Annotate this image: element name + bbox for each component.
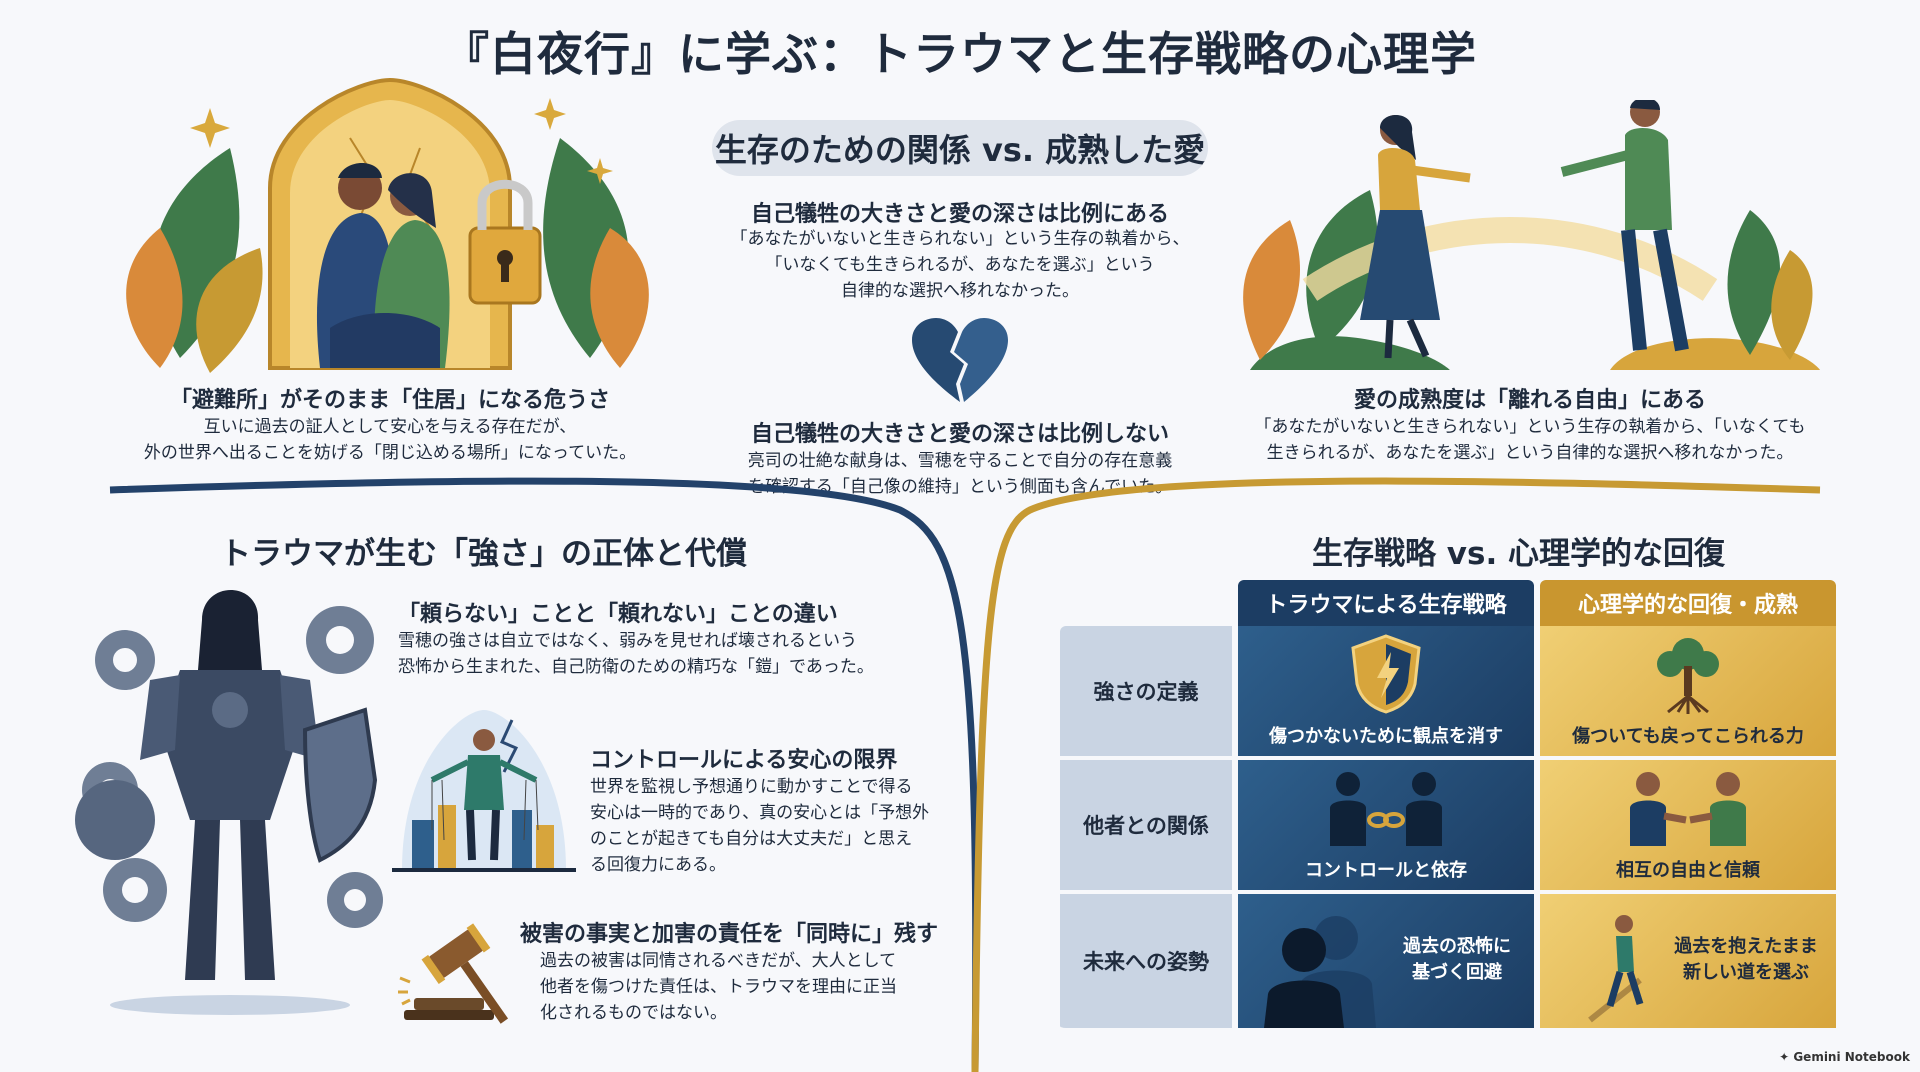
comparison-table: トラウマによる生存戦略 心理学的な回復・成熟 強さの定義 傷つかないために観点を… (1060, 580, 1838, 1032)
item3-heading: 被害の事実と加害の責任を「同時に」残す (520, 922, 939, 947)
puppeteer-city-illustration (392, 710, 576, 872)
not-proportional-heading: 自己犠牲の大きさと愛の深さは比例しない (750, 422, 1169, 447)
cell-caption: 傷つかないために観点を消す (1269, 726, 1503, 747)
handshake-icon (1630, 772, 1746, 846)
item2-heading: コントロールによる安心の限界 (590, 748, 898, 773)
broken-heart-icon (912, 318, 1008, 402)
item3-text: 過去の被害は同情されるべきだが、大人として 他者を傷つけた責任は、トラウマを理由… (540, 951, 897, 1023)
not-proportional-text: 亮司の壮絶な献身は、雪穂を守ることで自分の存在意義 を確認する「自己像の維持」と… (747, 451, 1173, 497)
leaf-left-2 (126, 228, 183, 368)
shelter-illustration (126, 78, 649, 373)
tree-divider (109, 477, 1821, 1072)
row-label-strength: 強さの定義 (1060, 626, 1232, 760)
cell-recovery-strength: 傷ついても戻ってこられる力 (1540, 626, 1836, 760)
shield-icon (302, 707, 378, 863)
chained-people-icon (1330, 772, 1442, 846)
watermark: ✦ Gemini Notebook (1779, 1050, 1910, 1064)
cell-recovery-future: 過去を抱えたまま 新しい道を選ぶ (1540, 894, 1836, 1032)
proportional-heading: 自己犠牲の大きさと愛の深さは比例にある (750, 202, 1169, 227)
left-section-heading: トラウマが生む「強さ」の正体と代償 (220, 536, 747, 572)
shield-lightning-icon (1351, 634, 1421, 714)
cell-survival-future: 過去の恐怖に 基づく回避 (1238, 894, 1534, 1032)
page-title: 『白夜行』に学ぶ：トラウマと生存戦略の心理学 (443, 27, 1477, 81)
cell-survival-relationship: コントロールと依存 (1238, 760, 1534, 894)
left-top-heading: 「避難所」がそのまま「住居」になる危うさ (169, 388, 610, 413)
cell-caption: コントロールと依存 (1305, 860, 1467, 881)
proportional-text: 「あなたがいないと生きられない」という生存の執着から、 「いなくても生きられるが… (730, 229, 1190, 301)
item1-heading: 「頼らない」ことと「頼れない」ことの違い (398, 602, 838, 627)
item2-text: 世界を監視し予想通りに動かすことで得る 安心は一時的であり、真の安心とは「予想外… (590, 777, 930, 875)
col-header-recovery: 心理学的な回復・成熟 (1540, 580, 1836, 626)
sparkle-icon (190, 108, 230, 148)
relationship-pill: 生存のための関係 vs. 成熟した愛 (712, 120, 1208, 176)
cell-caption: 過去の恐怖に 基づく回避 (1403, 936, 1511, 983)
item1-text: 雪穂の強さは自立ではなく、弱みを見せれば壊されるという 恐怖から生まれた、自己防… (398, 631, 874, 677)
cell-recovery-relationship: 相互の自由と信頼 (1540, 760, 1836, 894)
gavel-icon (398, 923, 509, 1024)
leaf-right-2 (590, 228, 649, 368)
col-header-survival: トラウマによる生存戦略 (1238, 580, 1534, 626)
sparkle-icon: ✦ (1779, 1050, 1794, 1064)
couple-bridge-illustration (1243, 100, 1820, 370)
right-section-heading: 生存戦略 vs. 心理学的な回復 (1312, 536, 1726, 572)
armor-gears-illustration (75, 590, 383, 1015)
walking-person-icon (1588, 915, 1644, 1023)
cell-caption: 傷ついても戻ってこられる力 (1572, 726, 1804, 747)
cell-caption: 相互の自由と信頼 (1616, 860, 1760, 881)
tree-icon (1657, 638, 1719, 714)
cell-survival-strength: 傷つかないために観点を消す (1238, 626, 1534, 760)
shadow-figures-icon (1264, 916, 1376, 1028)
row-label-future: 未来への姿勢 (1060, 894, 1232, 1032)
right-top-heading: 愛の成熟度は「離れる自由」にある (1353, 388, 1706, 413)
leaf-left-3 (196, 248, 263, 373)
right-top-text: 「あなたがいないと生きられない」という生存の執着から、「いなくても 生きられるが… (1254, 417, 1806, 463)
cell-caption: 過去を抱えたまま 新しい道を選ぶ (1674, 936, 1818, 983)
row-label-relationship: 他者との関係 (1060, 760, 1232, 894)
left-top-text: 互いに過去の証人として安心を与える存在だが、 外の世界へ出ることを妨げる「閉じ込… (143, 417, 637, 463)
